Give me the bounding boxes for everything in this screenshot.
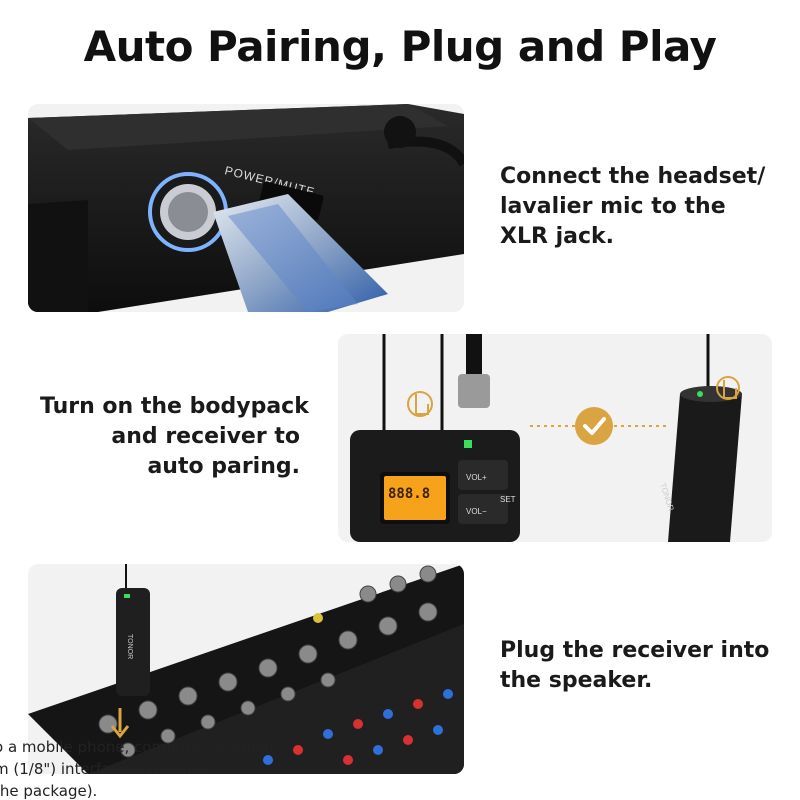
tap-hand-icon: [407, 391, 433, 417]
set-label: SET: [500, 495, 516, 504]
step-2-caption: Turn on the bodypack and receiver to aut…: [40, 394, 309, 479]
pairing-photo: 888.8 VOL+ VOL− SET TONOR: [338, 334, 772, 542]
bodypack-receiver-illustration: 888.8 VOL+ VOL− SET TONOR: [350, 334, 742, 542]
mixer-photo: TONOR: [28, 564, 464, 774]
check-icon: [575, 407, 613, 445]
power-led: [464, 440, 472, 448]
transmitter-xlr-illustration: POWER/MUTE: [28, 104, 464, 312]
step-1-caption: Connect the headset/ lavalier mic to the…: [500, 164, 766, 249]
step-3-caption: Plug the receiver into the speaker.: [500, 638, 770, 693]
footnote: o a mobile phone, computer or tablet m (…: [0, 738, 276, 800]
xlr-connection-photo: POWER/MUTE: [28, 104, 464, 312]
tap-hand-icon-right: [716, 376, 740, 400]
vol-up-label: VOL+: [466, 473, 487, 482]
mixer-illustration: TONOR: [28, 564, 464, 774]
lcd-display: 888.8: [388, 486, 430, 502]
vol-down-label: VOL−: [466, 507, 487, 516]
receiver-led: [697, 391, 703, 397]
arrow-down-icon: [110, 708, 130, 739]
page-title: Auto Pairing, Plug and Play: [83, 22, 717, 71]
receiver-brand-mixer: TONOR: [126, 634, 133, 659]
